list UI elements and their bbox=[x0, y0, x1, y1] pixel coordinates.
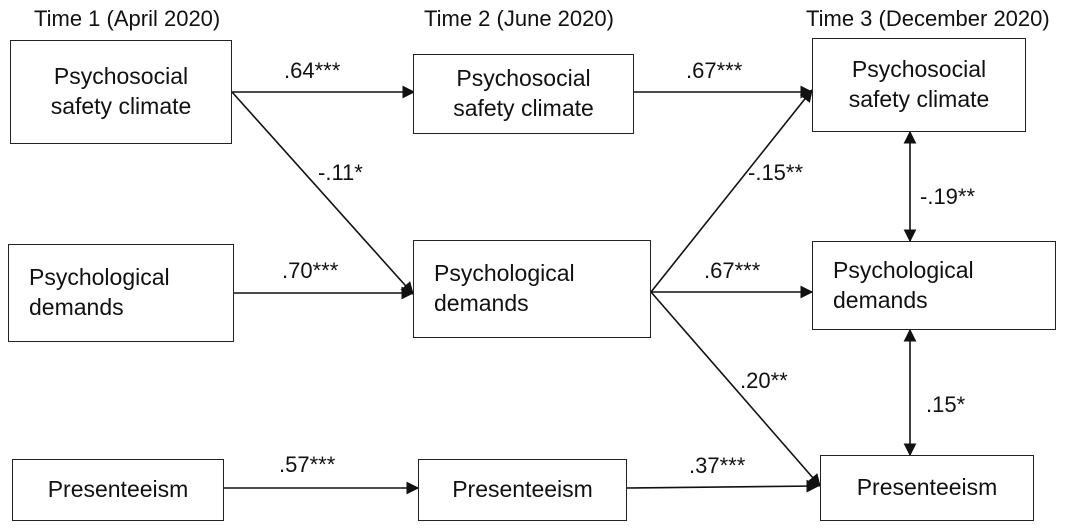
node-t2-psychosocial-safety-climate: Psychosocial safety climate bbox=[413, 54, 634, 134]
coef-pres1-pres2: .57*** bbox=[279, 452, 336, 477]
coef-pd2-pd3: .67*** bbox=[704, 258, 761, 283]
coef-psc3-pd3: -.19** bbox=[920, 184, 976, 209]
node-label: Presenteeism bbox=[452, 476, 593, 503]
coef-pres2-pres3: .37*** bbox=[689, 453, 746, 478]
node-label: Psychosocial safety climate bbox=[848, 56, 990, 112]
node-t1-presenteeism: Presenteeism bbox=[12, 459, 224, 521]
coef-psc1-pd2: -.11* bbox=[318, 160, 363, 185]
coef-psc2-psc3: .67*** bbox=[686, 58, 743, 83]
node-label: Psychosocial safety climate bbox=[50, 63, 192, 119]
arrow-pd2-psc3 bbox=[650, 88, 813, 293]
time-3-label: Time 3 (December 2020) bbox=[806, 6, 1050, 31]
coef-psc1-psc2: .64*** bbox=[284, 58, 341, 83]
arrow-psc1-pd2 bbox=[231, 91, 414, 295]
node-t3-presenteeism: Presenteeism bbox=[820, 455, 1034, 521]
arrow-pres2-pres3 bbox=[626, 479, 820, 493]
node-t2-psychological-demands: Psychological demands bbox=[413, 240, 651, 338]
node-t1-psychosocial-safety-climate: Psychosocial safety climate bbox=[10, 40, 232, 144]
node-t3-psychosocial-safety-climate: Psychosocial safety climate bbox=[812, 38, 1026, 132]
arrow-pd2-pres3 bbox=[650, 291, 821, 487]
node-label: Presenteeism bbox=[856, 474, 998, 501]
coef-pd1-pd2: .70*** bbox=[282, 258, 339, 283]
node-label: Presenteeism bbox=[47, 476, 189, 503]
node-label: Psychological demands bbox=[833, 256, 974, 313]
node-t3-psychological-demands: Psychological demands bbox=[812, 241, 1056, 330]
coef-pd3-pres3: .15* bbox=[926, 392, 966, 417]
time-1-label: Time 1 (April 2020) bbox=[34, 6, 221, 31]
node-label: Psychological demands bbox=[29, 264, 170, 320]
coef-pd2-psc3: -.15** bbox=[748, 160, 804, 185]
node-t2-presenteeism: Presenteeism bbox=[418, 459, 627, 521]
node-t1-psychological-demands: Psychological demands bbox=[8, 244, 234, 342]
coef-pd2-pres3: .20** bbox=[740, 368, 788, 393]
node-label: Psychosocial safety climate bbox=[453, 65, 594, 121]
time-2-label: Time 2 (June 2020) bbox=[424, 6, 614, 31]
node-label: Psychological demands bbox=[434, 260, 575, 316]
